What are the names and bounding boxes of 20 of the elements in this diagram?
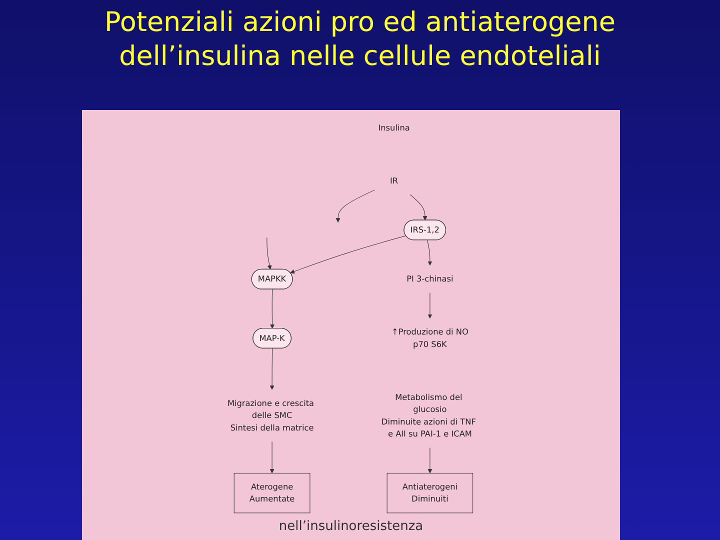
node-text: Metabolismo del glucosio Diminuite azioni di TNF e AII su PAI-1 e ICAM	[381, 392, 476, 439]
node-text: ↑Produzione di NO p70 S6K	[391, 327, 468, 349]
node-box: Aterogene Aumentate	[234, 472, 310, 514]
arrow	[270, 289, 274, 329]
node-text: Migrazione e crescita delle SMC Sintesi della matrice	[227, 398, 314, 432]
slide-title: Potenziali azioni pro ed antiaterogene dell’insulina nelle cellule endoteliali	[104, 6, 616, 74]
node-text: PI 3-chinasi	[406, 274, 454, 284]
note-text: nell’insulinoresistenza	[278, 519, 424, 534]
node-text: Insulina	[378, 122, 410, 132]
arrow	[266, 237, 272, 270]
arrow	[428, 447, 432, 474]
arrow	[290, 235, 406, 274]
arrow	[336, 190, 375, 223]
arrow	[270, 441, 274, 474]
node-box: Antiaterogeni Diminuiti	[386, 472, 474, 514]
arrow	[427, 240, 432, 266]
node-text: IR	[390, 176, 398, 186]
arrow	[428, 292, 432, 319]
arrow	[270, 348, 274, 390]
arrow	[410, 194, 428, 220]
